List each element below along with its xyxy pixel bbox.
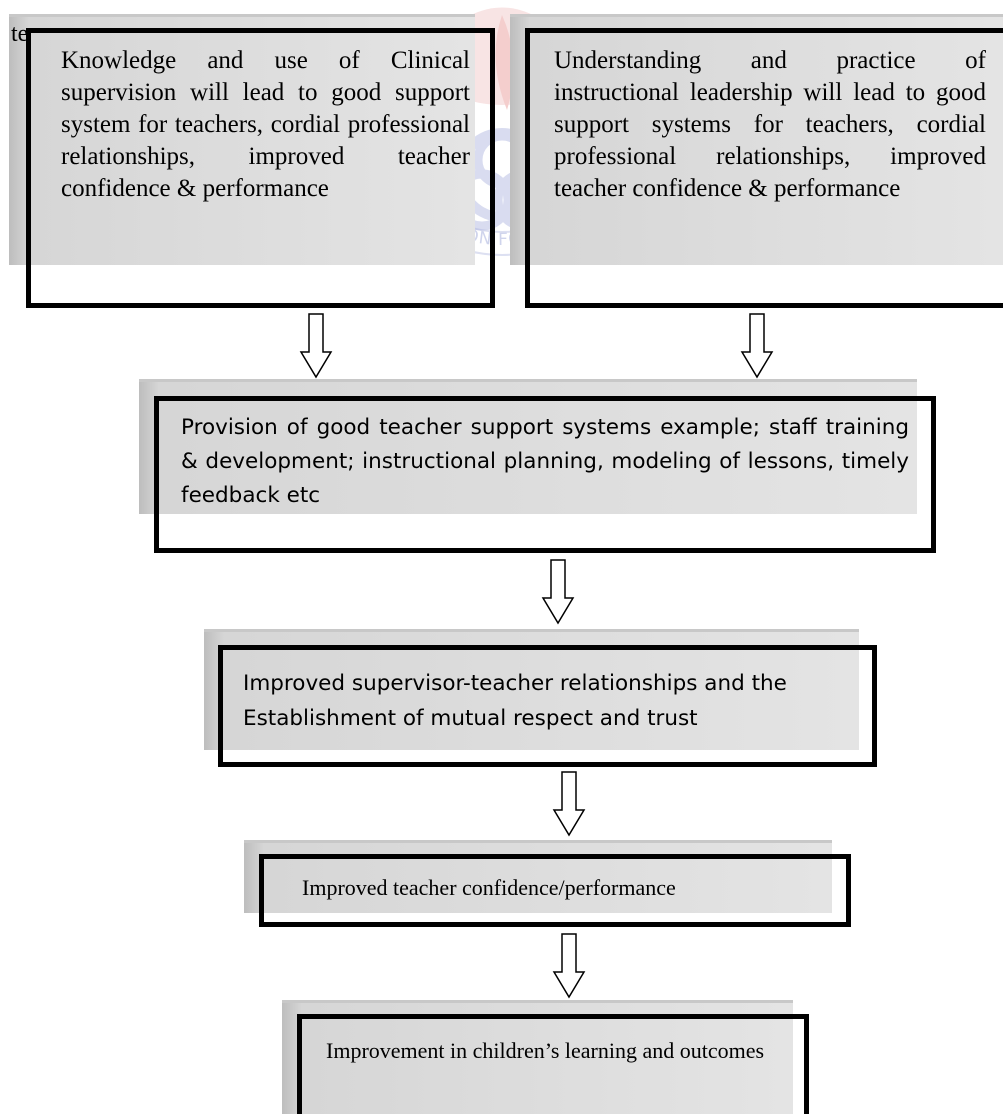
support-systems-box-shadow (139, 379, 917, 514)
instructional-leadership-text: Understanding and practice of instructio… (554, 47, 986, 202)
instructional-leadership-box: Understanding and practice of instructio… (525, 28, 1003, 308)
relationships-box: Improved supervisor-teacher relationship… (218, 645, 877, 767)
confidence-box: Improved teacher confidence/performance (259, 854, 851, 927)
learning-outcomes-box: Improvement in children’s learning and o… (297, 1014, 809, 1114)
instructional-leadership-box-shadow (510, 14, 1003, 265)
confidence-box-shadow (244, 840, 832, 913)
confidence-text: Improved teacher confidence/performance (302, 875, 676, 900)
stray-text-fragment: te (11, 21, 29, 47)
down-arrow-icon (299, 313, 333, 379)
learning-outcomes-text: Improvement in children’s learning and o… (326, 1038, 765, 1063)
support-systems-text: Provision of good teacher support system… (181, 415, 909, 508)
down-arrow-icon (740, 313, 774, 379)
down-arrow-icon (541, 559, 575, 625)
clinical-supervision-text: Knowledge and use of Clinical supervisio… (61, 47, 470, 202)
learning-outcomes-box-shadow (282, 1000, 793, 1114)
down-arrow-icon (552, 771, 586, 837)
down-arrow-icon (552, 933, 586, 999)
clinical-supervision-box: Knowledge and use of Clinical supervisio… (26, 28, 495, 308)
support-systems-box: Provision of good teacher support system… (154, 396, 936, 553)
relationships-text: Improved supervisor-teacher relationship… (243, 671, 787, 731)
clinical-supervision-box-shadow (9, 14, 475, 265)
